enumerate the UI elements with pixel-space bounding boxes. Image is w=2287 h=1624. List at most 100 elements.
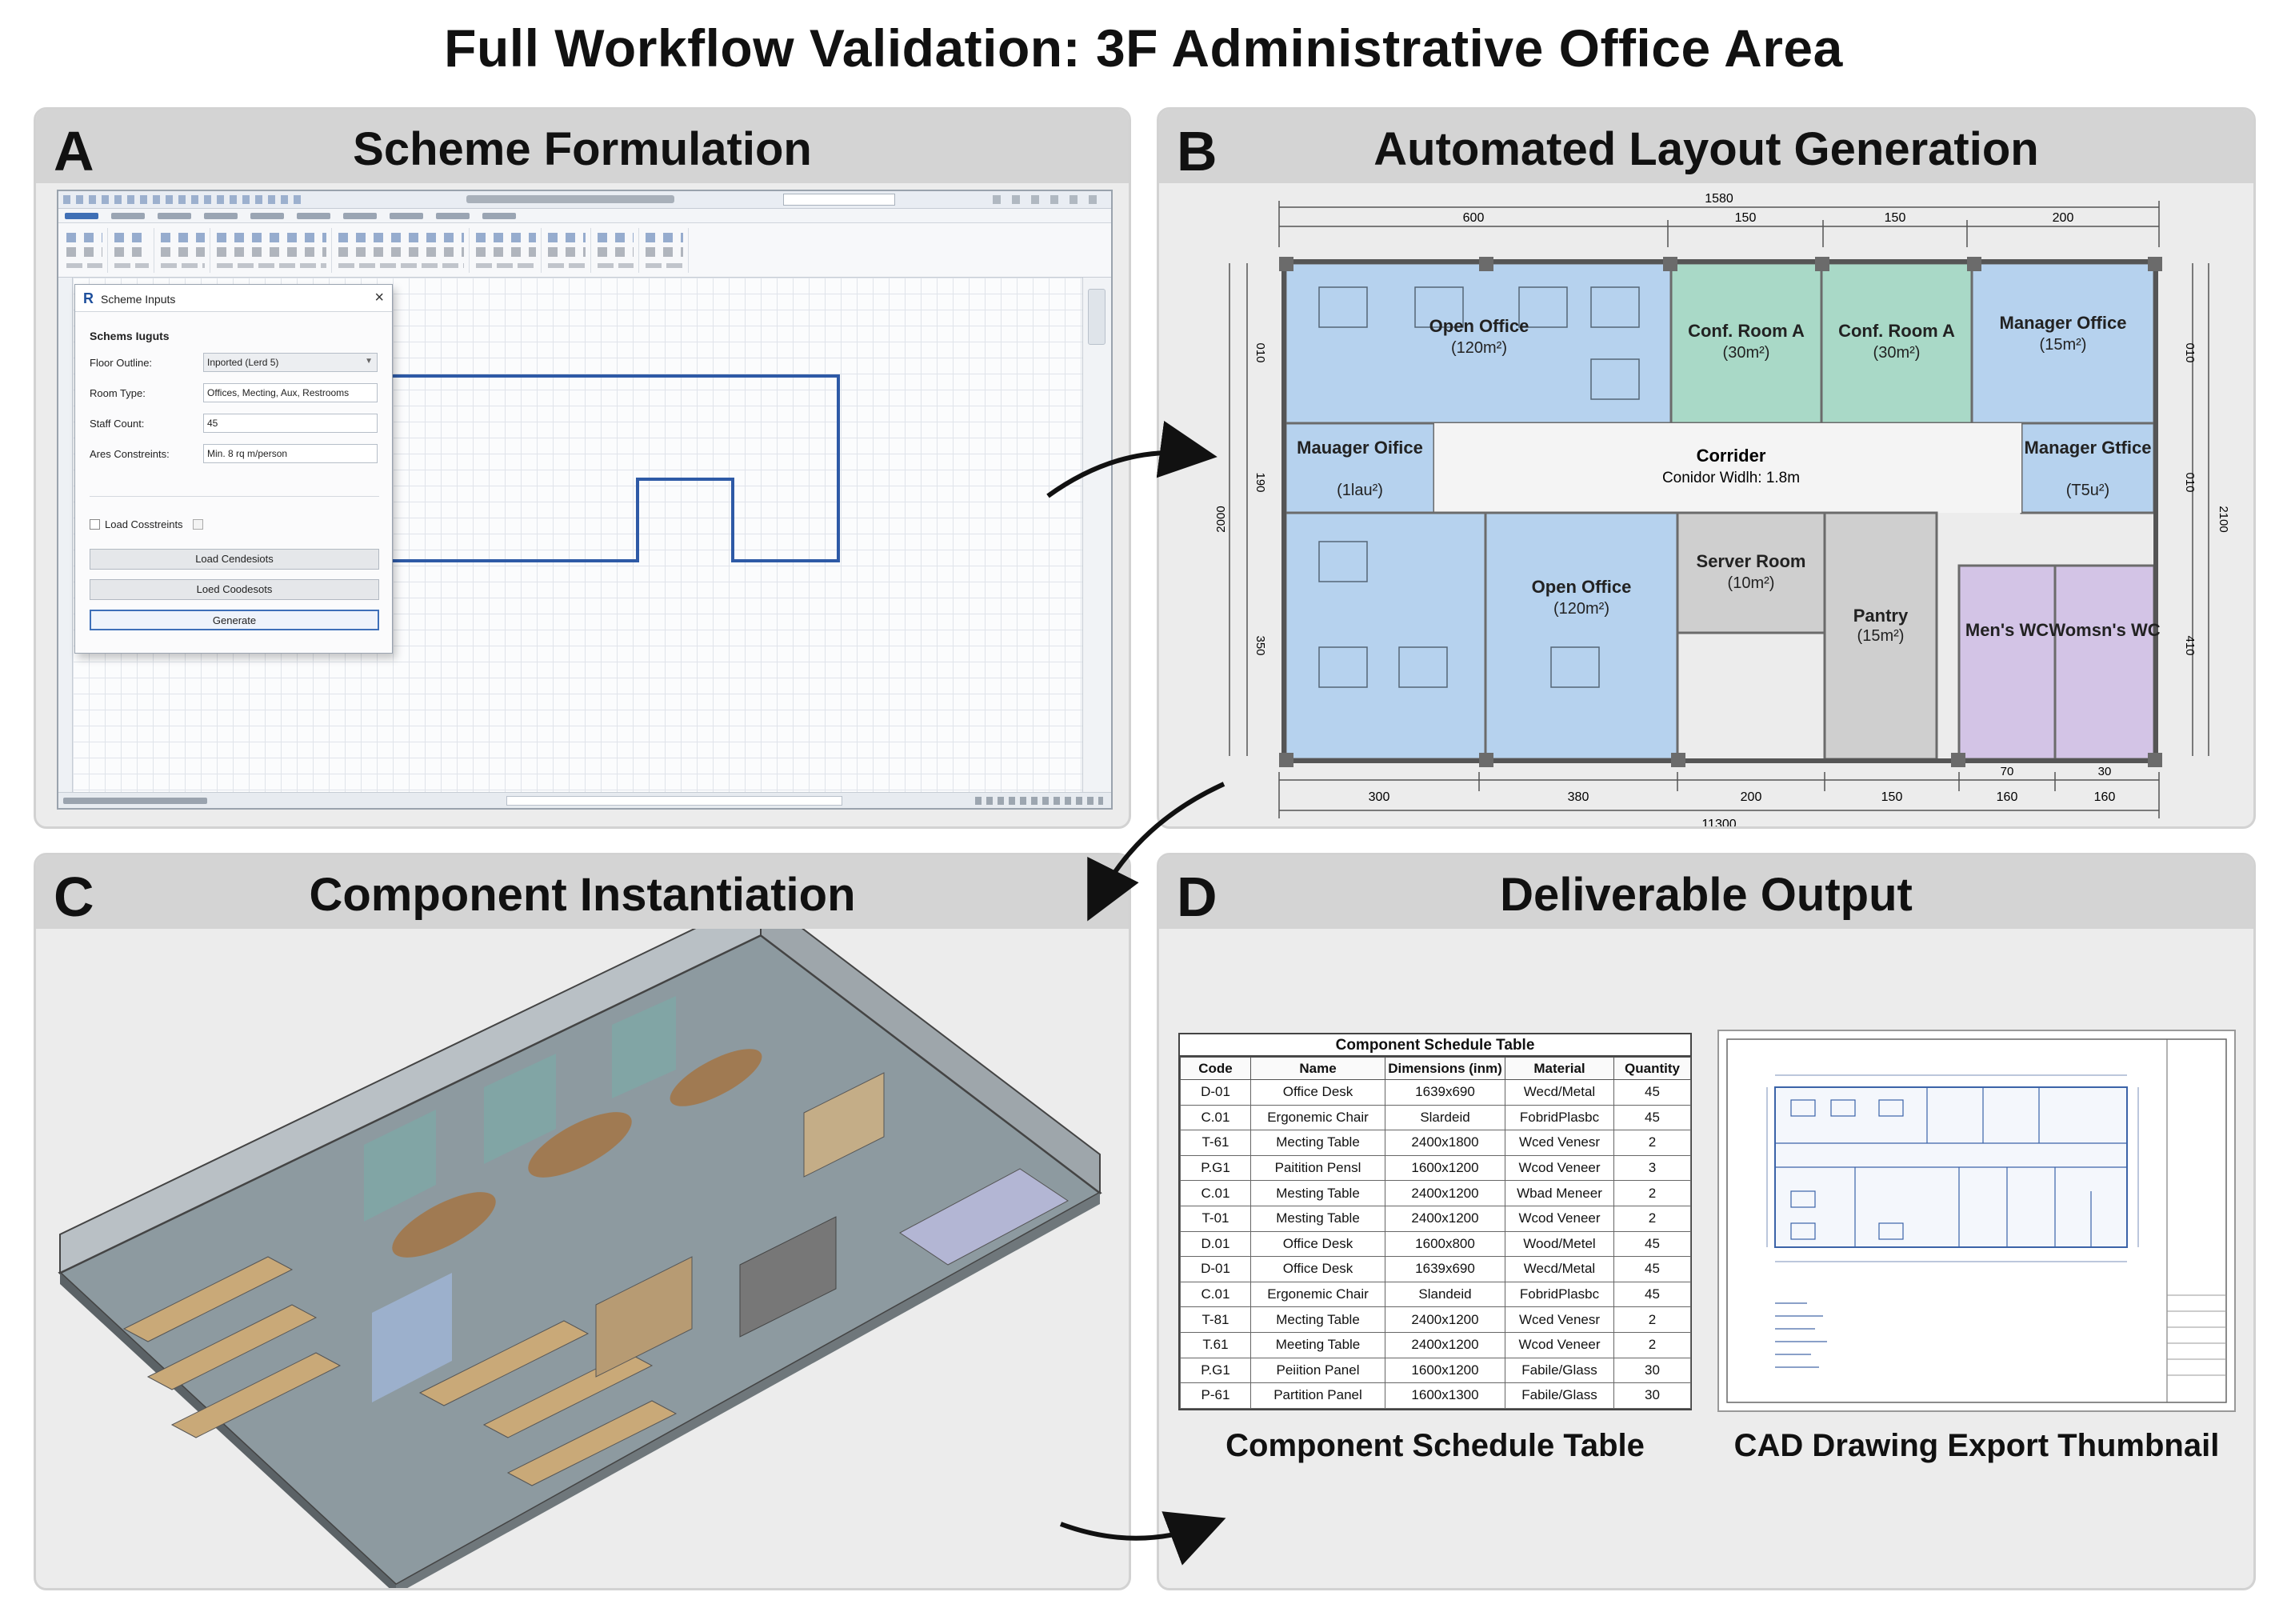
ribbon-toolbar[interactable] [58, 223, 1111, 278]
ribbon-group[interactable] [543, 228, 591, 273]
navigation-wheel-icon[interactable] [1088, 289, 1106, 345]
load-constraints-checkbox[interactable]: Load Cosstreints [90, 518, 203, 530]
load-constraints-button[interactable]: Loed Coodesots [90, 579, 379, 600]
room-name: Womsn's WC [2049, 620, 2160, 640]
table-cell: 1600x800 [1385, 1230, 1505, 1258]
bookshelf [803, 1072, 885, 1178]
column-header: Material [1505, 1057, 1614, 1080]
ribbon-group[interactable] [641, 228, 689, 273]
ribbon-group[interactable] [62, 228, 108, 273]
ribbon-tabs[interactable] [58, 209, 1111, 223]
ribbon-tab[interactable] [158, 213, 191, 219]
floor-outline-select[interactable]: Inported (Lerd 5)▼ [203, 353, 378, 372]
table-cell: Paitition Pensl [1250, 1154, 1385, 1182]
area-constraints-row: Ares Constreints: Min. 8 rq m/person [90, 443, 379, 464]
column-header: Quantity [1613, 1057, 1691, 1080]
ribbon-tab[interactable] [111, 213, 145, 219]
status-icons[interactable] [975, 797, 1103, 805]
ribbon-group[interactable] [471, 228, 542, 273]
table-cell: P.G1 [1180, 1357, 1251, 1384]
dim-total-bottom: 11300 [1701, 818, 1736, 829]
table-cell: 2400x1200 [1385, 1306, 1505, 1333]
dim-bottom-small: 30 [2098, 765, 2112, 778]
table-cell: D-01 [1180, 1079, 1251, 1106]
area-constraints-input[interactable]: Min. 8 rq m/person [203, 444, 378, 463]
dimension-lines-bottom [1278, 772, 2160, 818]
properties-sidebar[interactable] [58, 278, 73, 792]
status-input[interactable] [506, 796, 842, 806]
room-name: Manager Office [2000, 313, 2127, 333]
scheme-inputs-dialog: R Scheme Inputs × Schems Iuguts Floor Ou… [74, 284, 393, 654]
table-cell: 1600x1200 [1385, 1357, 1505, 1384]
room-womens-wc [2053, 564, 2156, 761]
room-type-input[interactable]: Offices, Mecting, Aux, Restrooms [203, 383, 378, 402]
cad-drawing-thumbnail[interactable] [1717, 1030, 2236, 1412]
table-cell: 1600x1200 [1385, 1154, 1505, 1182]
generate-button[interactable]: Generate [90, 610, 379, 630]
table-cell: Office Desk [1250, 1230, 1385, 1258]
panel-scheme-formulation: A Scheme Formulation [34, 107, 1131, 829]
window-controls[interactable] [993, 195, 1105, 204]
room-name: Manager Gtfice [2025, 438, 2152, 458]
checkbox-icon[interactable] [192, 519, 203, 530]
dim-top: 200 [2053, 211, 2074, 225]
dim-bottom: 200 [1741, 790, 1762, 804]
ribbon-tab[interactable] [65, 213, 98, 219]
cad-thumbnail-caption: CAD Drawing Export Thumbnail [1733, 1428, 2220, 1463]
room-open-office-2 [1284, 511, 1487, 761]
corridor-width-label: Conidor Widlh: 1.8m [1662, 470, 1800, 486]
dialog-section-title: Schems Iuguts [90, 330, 170, 342]
table-cell: Ergonemic Chair [1250, 1281, 1385, 1308]
ribbon-group[interactable] [110, 228, 154, 273]
ribbon-tab[interactable] [204, 213, 238, 219]
dim-right-total: 2100 [2217, 506, 2230, 532]
staff-count-input[interactable]: 45 [203, 414, 378, 433]
quick-access-toolbar[interactable] [63, 195, 303, 204]
dim-bottom: 160 [1997, 790, 2018, 804]
table-cell: Mesting Table [1250, 1205, 1385, 1232]
room-conf-a-2 [1820, 262, 1973, 425]
ribbon-tab[interactable] [297, 213, 330, 219]
close-icon[interactable]: × [374, 289, 384, 306]
room-name: Mauager Oifice [1297, 438, 1423, 458]
dim-bottom-small: 70 [2001, 765, 2014, 778]
table-cell: 1639x690 [1385, 1256, 1505, 1282]
staff-count-row: Staff Count: 45 [90, 413, 379, 434]
room-manager-office-1 [1970, 262, 2156, 425]
load-conditions-button[interactable]: Load Cendesiots [90, 549, 379, 570]
table-cell: 2 [1613, 1180, 1691, 1206]
dim-left: 190 [1253, 472, 1267, 492]
table-cell: 45 [1613, 1281, 1691, 1308]
table-cell: D-01 [1180, 1256, 1251, 1282]
room-name: Men's WC [1965, 620, 2049, 640]
desk-clusters [1318, 286, 1640, 688]
table-cell: Meeting Table [1250, 1331, 1385, 1358]
app-search-input[interactable] [783, 194, 895, 206]
ribbon-group[interactable] [212, 228, 332, 273]
table-cell: P.G1 [1180, 1154, 1251, 1182]
table-cell: 2 [1613, 1205, 1691, 1232]
ribbon-tab[interactable] [250, 213, 284, 219]
table-cell: 2400x1200 [1385, 1331, 1505, 1358]
ribbon-tab[interactable] [482, 213, 516, 219]
column-header: Dimensions (inm) [1385, 1057, 1505, 1080]
table-cell: C.01 [1180, 1104, 1251, 1131]
view-navigation-bar[interactable] [1082, 278, 1111, 792]
ribbon-tab[interactable] [343, 213, 377, 219]
checkbox-icon[interactable] [90, 519, 100, 530]
room-conf-a-1 [1669, 262, 1823, 425]
ribbon-group[interactable] [593, 228, 639, 273]
ribbon-tab[interactable] [390, 213, 423, 219]
ribbon-tab[interactable] [436, 213, 470, 219]
ribbon-group[interactable] [334, 228, 470, 273]
table-cell: Slardeid [1385, 1104, 1505, 1131]
table-cell: Mesting Table [1250, 1180, 1385, 1206]
dim-bottom: 300 [1369, 790, 1390, 804]
table-cell: 2 [1613, 1306, 1691, 1333]
table-cell: Wecd/Metal [1505, 1256, 1614, 1282]
ribbon-group[interactable] [156, 228, 210, 273]
table-cell: FobridPlasbc [1505, 1281, 1614, 1308]
